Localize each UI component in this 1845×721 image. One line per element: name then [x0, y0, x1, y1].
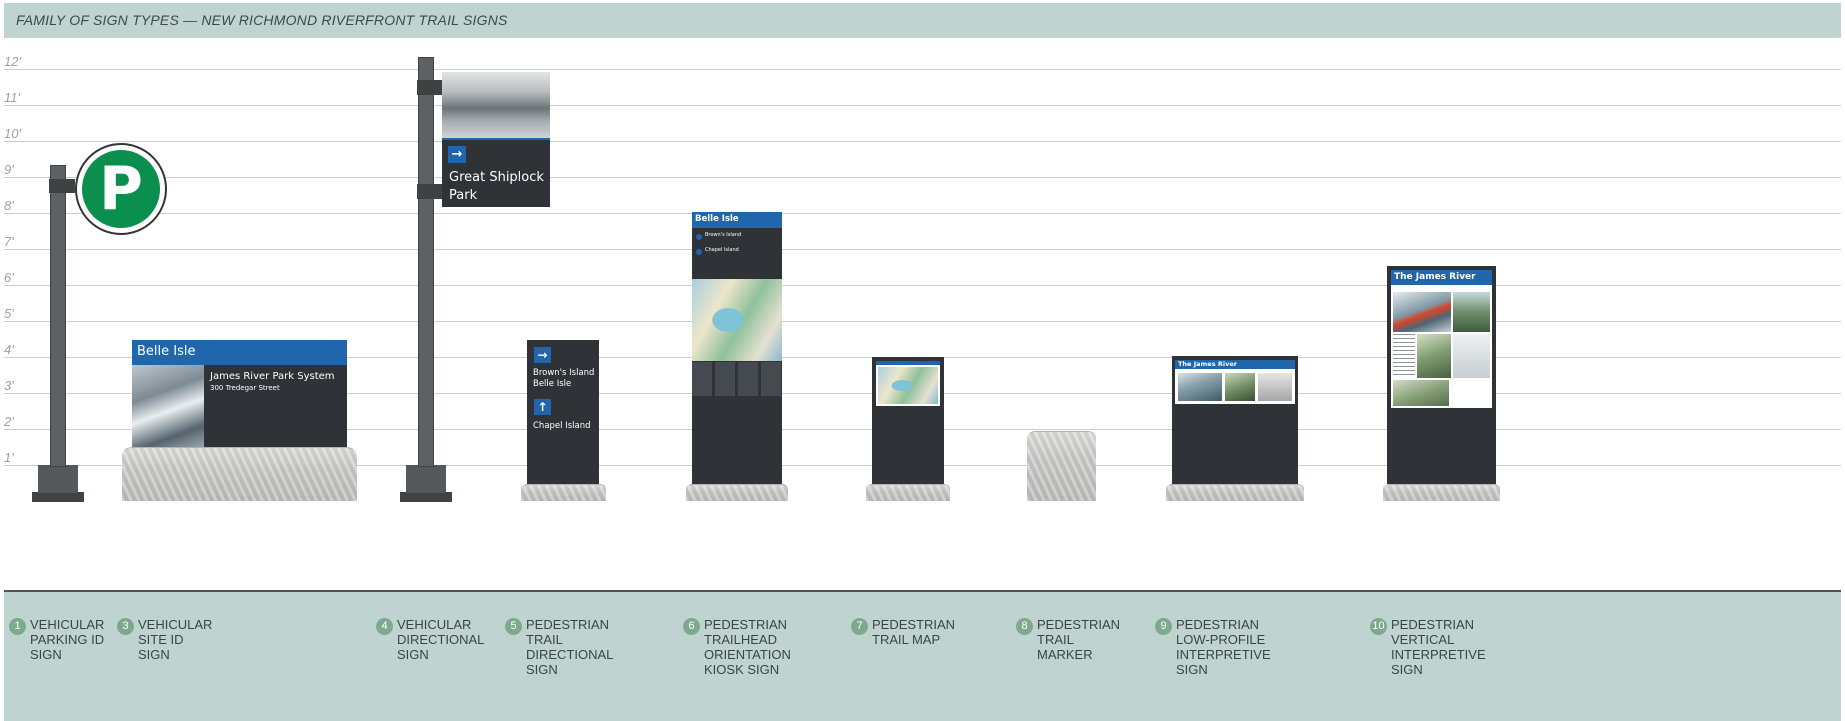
- grid-line: [4, 213, 1841, 214]
- grid-line: [4, 321, 1841, 322]
- arrow-right-icon: →: [534, 347, 551, 363]
- label-text: PEDESTRIAN TRAIL MARKER: [1037, 617, 1121, 662]
- shiplock-photo: [442, 72, 550, 138]
- label-text: VEHICULAR DIRECTIONAL SIGN: [397, 617, 485, 662]
- label-number-badge: 5: [505, 618, 522, 635]
- kiosk-dest-1: Brown's Island: [705, 232, 742, 238]
- stone-base: [1166, 484, 1304, 501]
- label-text: PEDESTRIAN LOW-PROFILE INTERPRETIVE SIGN: [1176, 617, 1271, 677]
- label-number-badge: 4: [376, 618, 393, 635]
- footer-band: [4, 592, 1841, 721]
- grid-line: [4, 105, 1841, 106]
- vertical-photo-4: [1453, 334, 1490, 378]
- kiosk-title: Belle Isle: [695, 214, 739, 224]
- grid-line: [4, 141, 1841, 142]
- diagram-title: FAMILY OF SIGN TYPES — NEW RICHMOND RIVE…: [16, 12, 508, 28]
- label-text: PEDESTRIAN VERTICAL INTERPRETIVE SIGN: [1391, 617, 1486, 677]
- height-tick-label: 12': [4, 54, 21, 69]
- pole-foot: [406, 465, 446, 493]
- low-profile-title: The James River: [1178, 360, 1237, 368]
- directional-line-2: Park: [449, 188, 478, 203]
- stone-base: [521, 484, 606, 501]
- pole-bracket-top: [417, 80, 442, 95]
- photo-rule: [442, 138, 550, 140]
- vertical-header: [1391, 270, 1492, 285]
- label-number-badge: 6: [683, 618, 700, 635]
- low-profile-header: [1175, 360, 1295, 369]
- stone-base: [686, 484, 788, 501]
- height-tick-label: 9': [4, 162, 14, 177]
- kiosk-dest-2: Chapel Island: [705, 247, 739, 253]
- grid-line: [4, 69, 1841, 70]
- site-id-subtitle: James River Park System: [210, 371, 335, 382]
- site-id-header: [132, 340, 347, 365]
- pole-bracket: [49, 179, 75, 193]
- low-profile-photo-3: [1258, 373, 1292, 401]
- ground-line: [4, 590, 1841, 593]
- label-number-badge: 10: [1370, 618, 1387, 635]
- pole-shaft: [418, 57, 434, 467]
- kiosk-bullet-1: [696, 234, 702, 240]
- height-tick-label: 11': [4, 90, 20, 105]
- height-tick-label: 2': [4, 414, 14, 429]
- arrow-right-icon: →: [448, 146, 466, 163]
- grid-line: [4, 177, 1841, 178]
- height-tick-label: 6': [4, 270, 14, 285]
- vertical-photo-2: [1453, 292, 1490, 332]
- grid-line: [4, 285, 1841, 286]
- arrow-up-icon: ↑: [534, 399, 551, 415]
- kiosk-bullet-2: [696, 249, 702, 255]
- vertical-photo-1: [1393, 292, 1451, 332]
- trail-dest-1-line-2: Belle Isle: [533, 379, 572, 389]
- parking-disc: P: [75, 143, 167, 235]
- height-tick-label: 7': [4, 234, 14, 249]
- low-profile-photo-1: [1178, 373, 1222, 401]
- label-text: PEDESTRIAN TRAIL MAP: [872, 617, 956, 647]
- low-profile-photo-2: [1225, 373, 1255, 401]
- height-tick-label: 4': [4, 342, 14, 357]
- pole-base: [32, 492, 84, 502]
- site-id-address: 300 Tredegar Street: [210, 384, 280, 392]
- vertical-text-block: [1393, 334, 1415, 378]
- vertical-photo-5: [1393, 380, 1449, 406]
- pole-bracket-bottom: [417, 184, 442, 199]
- vertical-title: The James River: [1394, 272, 1476, 282]
- stone-base: [122, 447, 357, 501]
- label-number-badge: 3: [117, 618, 134, 635]
- stone-marker: [1027, 431, 1096, 501]
- grid-line: [4, 249, 1841, 250]
- label-number-badge: 1: [9, 618, 26, 635]
- vertical-photo-3: [1417, 334, 1451, 378]
- height-tick-label: 5': [4, 306, 14, 321]
- directional-line-1: Great Shiplock: [449, 170, 544, 185]
- label-number-badge: 7: [851, 618, 868, 635]
- kiosk-map: [692, 279, 782, 361]
- label-text: VEHICULAR PARKING ID SIGN: [30, 617, 105, 662]
- pole-base: [400, 492, 452, 502]
- stone-base: [1383, 484, 1500, 501]
- kiosk-header: [692, 212, 782, 228]
- height-tick-label: 3': [4, 378, 14, 393]
- height-tick-label: 8': [4, 198, 14, 213]
- parking-letter: P: [82, 150, 160, 228]
- trail-dest-2: Chapel Island: [533, 421, 591, 431]
- trail-dest-1-line-1: Brown's Island: [533, 368, 595, 378]
- site-id-title: Belle Isle: [137, 344, 196, 359]
- rapids-photo: [132, 365, 204, 447]
- label-number-badge: 9: [1155, 618, 1172, 635]
- pole-shaft: [50, 165, 66, 467]
- trail-map-header: [876, 361, 940, 365]
- pole-foot: [38, 465, 78, 493]
- label-number-badge: 8: [1016, 618, 1033, 635]
- height-tick-label: 10': [4, 126, 21, 141]
- header-band: FAMILY OF SIGN TYPES — NEW RICHMOND RIVE…: [4, 3, 1841, 38]
- stone-base: [866, 484, 950, 501]
- height-tick-label: 1': [4, 450, 14, 465]
- kiosk-legend: [692, 362, 782, 396]
- label-text: PEDESTRIAN TRAIL DIRECTIONAL SIGN: [526, 617, 613, 677]
- label-text: VEHICULAR SITE ID SIGN: [138, 617, 213, 662]
- trail-map-image: [878, 367, 938, 404]
- label-text: PEDESTRIAN TRAILHEAD ORIENTATION KIOSK S…: [704, 617, 791, 677]
